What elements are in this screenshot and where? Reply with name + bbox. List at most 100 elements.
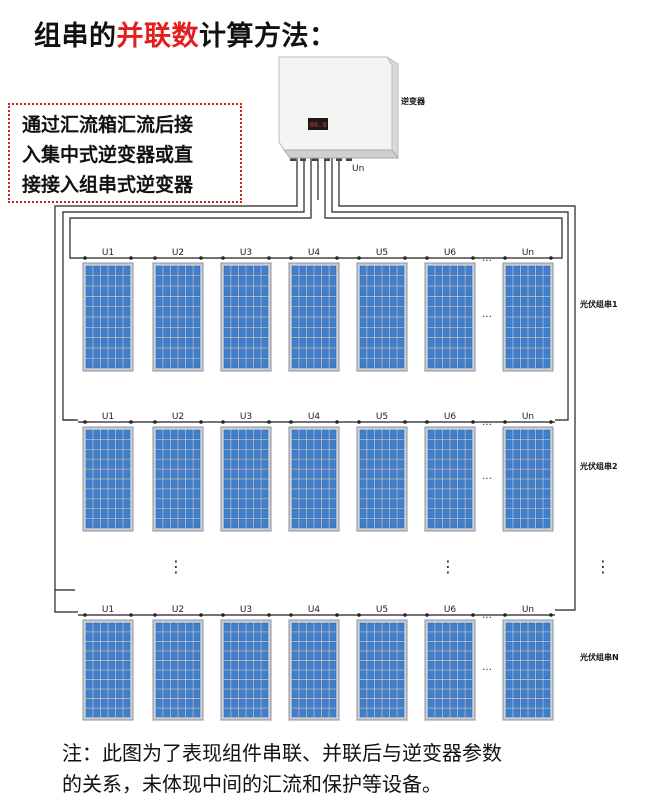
pv-cell — [238, 698, 246, 708]
pv-cell — [314, 670, 322, 680]
pv-cell — [261, 670, 269, 680]
pv-cell — [299, 307, 307, 317]
pv-cell — [520, 479, 528, 489]
terminal-dot — [153, 613, 157, 617]
pv-cell — [253, 679, 261, 689]
pv-cell — [314, 439, 322, 449]
pv-cell — [193, 439, 201, 449]
pv-cell — [465, 439, 473, 449]
pv-cell — [170, 499, 178, 509]
pv-cell — [261, 698, 269, 708]
pv-cell — [299, 679, 307, 689]
pv-cell — [321, 689, 329, 699]
pv-cell — [299, 327, 307, 338]
pv-cell — [321, 317, 329, 327]
pv-cell — [246, 679, 254, 689]
pv-cell — [253, 708, 261, 718]
pv-cell — [246, 670, 254, 680]
pv-cell — [93, 651, 101, 661]
pv-cell — [100, 327, 108, 338]
pv-cell — [93, 276, 101, 286]
pv-cell — [450, 429, 458, 439]
pv-cell — [100, 622, 108, 632]
terminal-dot — [403, 613, 407, 617]
module-label: U5 — [376, 248, 388, 258]
pv-cell — [457, 670, 465, 680]
pv-cell — [505, 459, 513, 469]
pv-cell — [435, 479, 443, 489]
pv-cell — [100, 317, 108, 327]
pv-cell — [100, 651, 108, 661]
pv-cell — [231, 338, 239, 348]
pv-cell — [427, 641, 435, 651]
pv-cell — [85, 338, 93, 348]
pv-cell — [253, 358, 261, 369]
pv-cell — [231, 660, 239, 670]
terminal-dot — [199, 256, 203, 260]
pv-cell — [457, 689, 465, 699]
pv-cell — [178, 449, 186, 459]
pv-cell — [374, 338, 382, 348]
pv-cell — [155, 708, 163, 718]
pv-cell — [223, 327, 231, 338]
pv-cell — [535, 296, 543, 307]
pv-cell — [223, 459, 231, 469]
pv-cell — [261, 358, 269, 369]
pv-cell — [435, 307, 443, 317]
pv-cell — [435, 265, 443, 276]
module-label: U1 — [102, 248, 114, 258]
pv-cell — [359, 276, 367, 286]
pv-cell — [397, 348, 405, 358]
pv-cell — [543, 429, 551, 439]
pv-cell — [93, 429, 101, 439]
pv-cell — [528, 689, 536, 699]
terminal-dot — [83, 613, 87, 617]
pv-cell — [261, 489, 269, 499]
pv-cell — [178, 459, 186, 469]
pv-cell — [505, 632, 513, 642]
pv-cell — [367, 439, 375, 449]
pv-cell — [155, 348, 163, 358]
pv-cell — [520, 622, 528, 632]
pv-cell — [123, 499, 131, 509]
pv-cell — [306, 670, 314, 680]
series-ellipsis-mid: … — [482, 662, 492, 673]
pv-cell — [359, 348, 367, 358]
pv-cell — [465, 479, 473, 489]
pv-cell — [108, 327, 116, 338]
pv-cell — [528, 479, 536, 489]
pv-cell — [442, 519, 450, 529]
pv-cell — [238, 286, 246, 296]
pv-cell — [450, 632, 458, 642]
pv-cell — [253, 622, 261, 632]
pv-cell — [505, 338, 513, 348]
pv-cell — [291, 689, 299, 699]
terminal-dot — [335, 256, 339, 260]
pv-cell — [314, 307, 322, 317]
pv-cell — [314, 286, 322, 296]
pv-cell — [397, 651, 405, 661]
pv-cell — [193, 479, 201, 489]
pv-cell — [389, 327, 397, 338]
pv-cell — [450, 489, 458, 499]
pv-cell — [389, 698, 397, 708]
pv-cell — [367, 489, 375, 499]
pv-cell — [246, 660, 254, 670]
pv-cell — [367, 449, 375, 459]
pv-cell — [314, 708, 322, 718]
pv-cell — [238, 348, 246, 358]
pv-cell — [193, 641, 201, 651]
pv-cell — [100, 469, 108, 479]
pv-cell — [427, 449, 435, 459]
pv-cell — [520, 641, 528, 651]
pv-cell — [520, 489, 528, 499]
pv-cell — [231, 689, 239, 699]
pv-cell — [238, 670, 246, 680]
pv-cell — [123, 708, 131, 718]
pv-cell — [291, 307, 299, 317]
pv-cell — [193, 459, 201, 469]
pv-cell — [543, 509, 551, 519]
pv-cell — [100, 439, 108, 449]
series-ellipsis-mid: … — [482, 309, 492, 320]
pv-cell — [329, 632, 337, 642]
